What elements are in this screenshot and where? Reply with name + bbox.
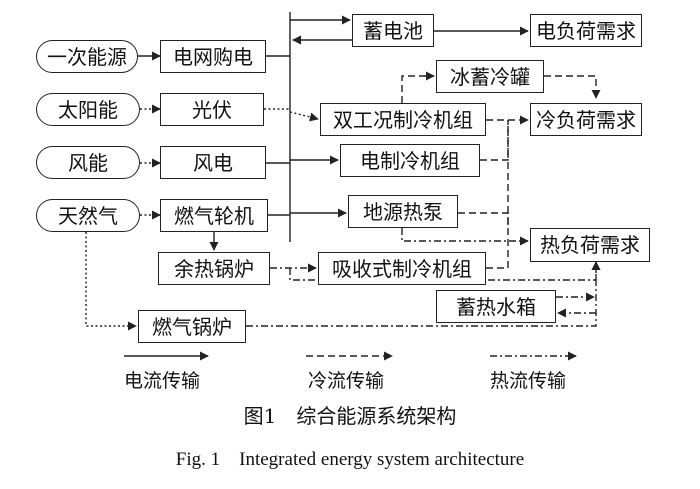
ice-to-cooling-load-flow — [544, 75, 601, 99]
pv-box: 光伏 — [160, 93, 264, 126]
absorption-chiller-cooling-flow — [486, 120, 509, 269]
gas-turbine-box: 燃气轮机 — [160, 199, 268, 232]
bus-to-dual-chiller-flow — [289, 111, 319, 122]
source-wind: 风能 — [36, 146, 140, 179]
heat-pump-to-heat-load-flow — [401, 228, 529, 246]
figure-caption-chinese: 图1 综合能源系统架构 — [243, 404, 457, 428]
wind-power-box: 风电 — [160, 146, 266, 179]
ice-storage-box: 冰蓄冷罐 — [436, 60, 544, 93]
source-natural-gas: 天然气 — [36, 199, 140, 232]
legend-heat-label: 热流传输 — [490, 370, 567, 392]
ground-source-heat-pump-box: 地源热泵 — [348, 195, 458, 228]
electric-chiller-box: 电制冷机组 — [340, 144, 480, 177]
absorption-chiller-box: 吸收式制冷机组 — [318, 252, 486, 285]
dual-mode-chiller-box: 双工况制冷机组 — [320, 103, 486, 136]
gas-boiler-box: 燃气锅炉 — [138, 310, 246, 343]
waste-heat-boiler-box: 余热锅炉 — [158, 252, 270, 285]
heat-storage-tank-box: 蓄热水箱 — [436, 290, 556, 323]
legend-cooling-label: 冷流传输 — [308, 370, 385, 392]
boiler-to-heat-load-flow — [246, 261, 601, 327]
grid-purchase-box: 电网购电 — [160, 40, 266, 73]
battery-box: 蓄电池 — [352, 14, 434, 47]
cooling-load-box: 冷负荷需求 — [530, 103, 642, 136]
source-primary-energy: 一次能源 — [36, 40, 138, 73]
gas-to-boiler-flow — [85, 232, 137, 331]
figure-caption-english: Fig. 1 Integrated energy system architec… — [175, 449, 525, 470]
source-solar: 太阳能 — [36, 93, 140, 126]
dual-chiller-to-ice-flow — [401, 71, 435, 103]
electric-load-box: 电负荷需求 — [530, 14, 642, 47]
legend-electric-label: 电流传输 — [124, 370, 201, 392]
heat-pump-cooling-flow — [458, 212, 509, 228]
heat-load-box: 热负荷需求 — [530, 228, 650, 262]
electric-chiller-cooling-flow — [480, 120, 509, 161]
